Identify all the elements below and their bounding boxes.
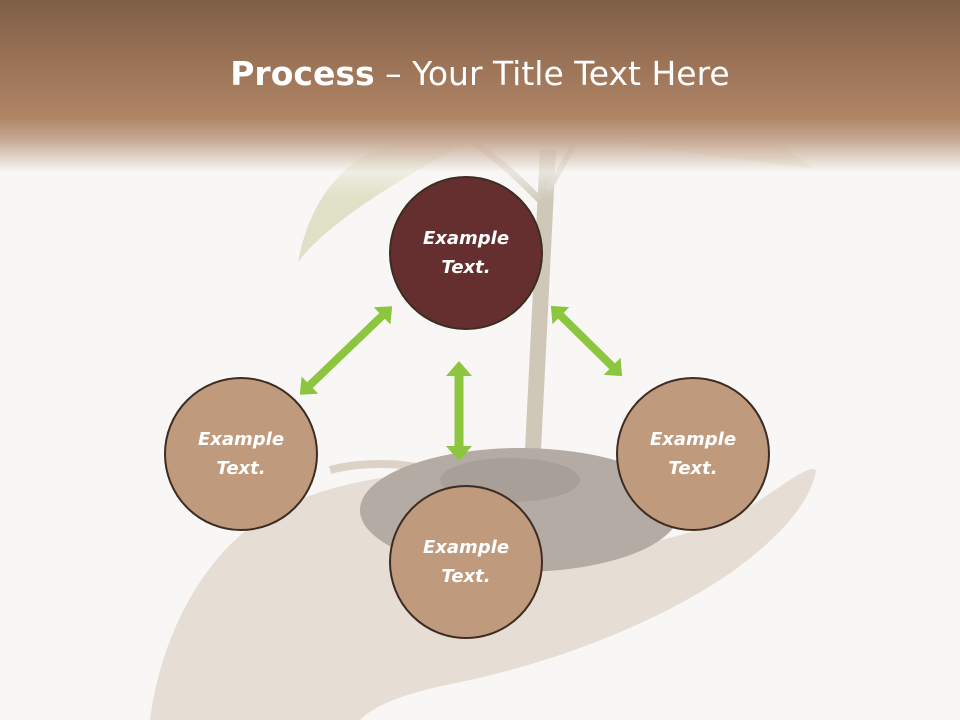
- node-top-label: Example Text.: [422, 228, 510, 278]
- node-bottom-label: Example Text.: [422, 537, 510, 587]
- process-node-right: Example Text.: [616, 377, 770, 531]
- title-bold: Process: [230, 54, 375, 93]
- slide-title: Process – Your Title Text Here: [0, 52, 960, 96]
- node-left-label: Example Text.: [197, 429, 285, 479]
- title-rest: – Your Title Text Here: [374, 54, 730, 93]
- process-node-top: Example Text.: [389, 176, 543, 330]
- process-node-left: Example Text.: [164, 377, 318, 531]
- title-band: [0, 0, 960, 200]
- process-node-bottom: Example Text.: [389, 485, 543, 639]
- node-right-label: Example Text.: [649, 429, 737, 479]
